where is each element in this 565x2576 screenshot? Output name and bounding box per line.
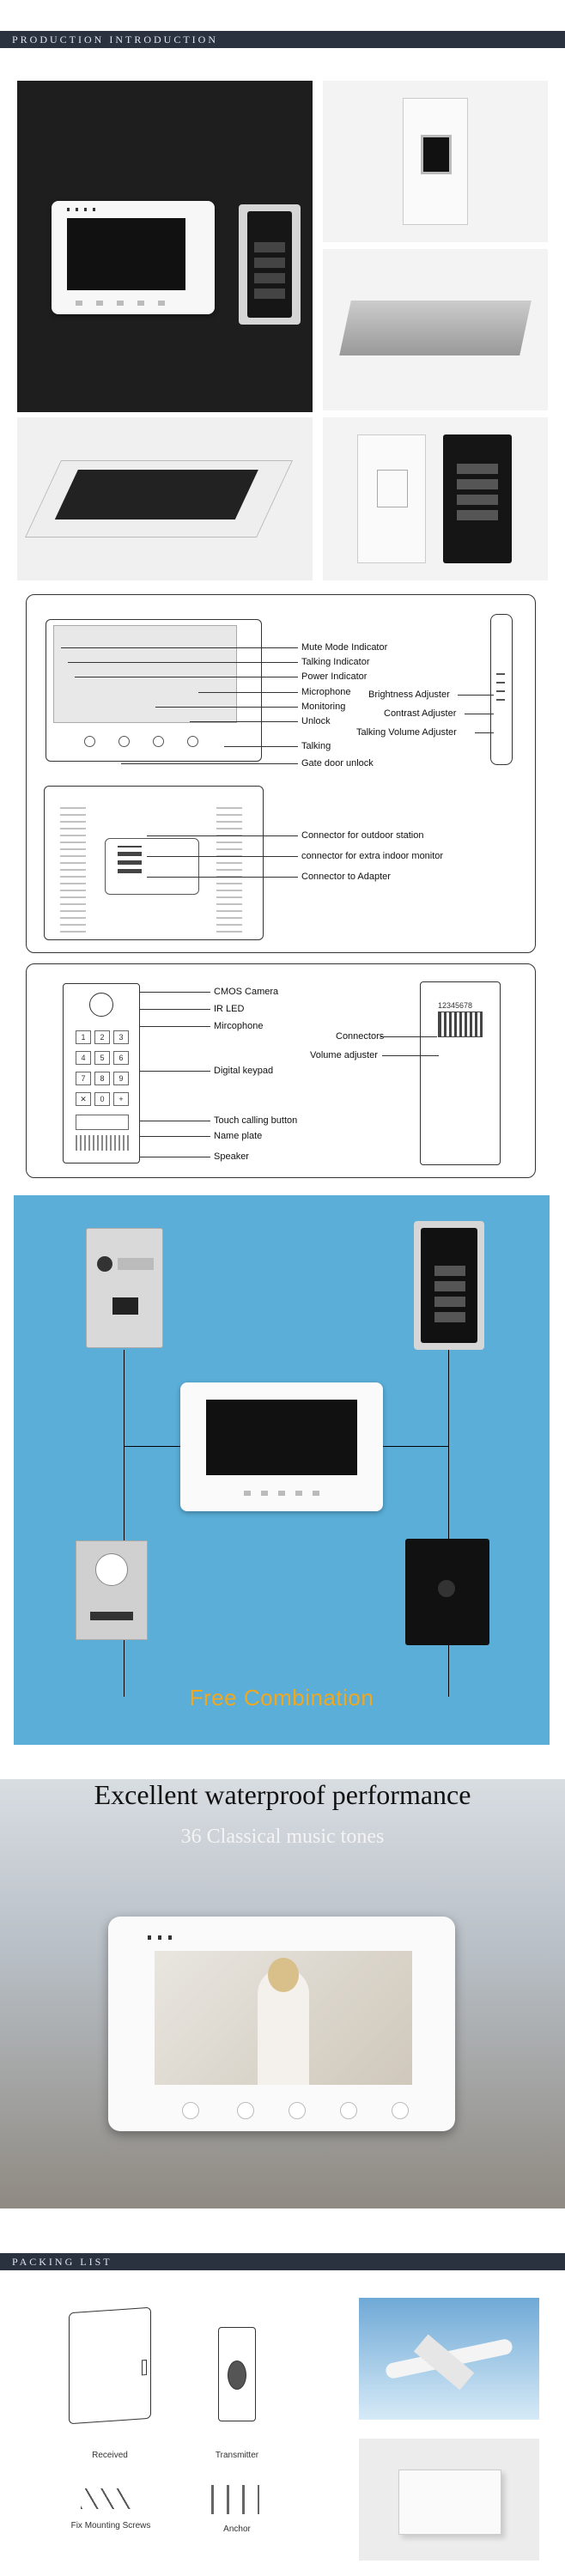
label-ir-led: IR LED bbox=[214, 1004, 245, 1014]
waterproof-headline: Excellent waterproof performance bbox=[94, 1779, 471, 1810]
receiver-illustration bbox=[69, 2306, 151, 2425]
label-touch-calling-button: Touch calling button bbox=[214, 1115, 298, 1126]
touch-buttons bbox=[76, 301, 179, 306]
connector-numbers: 12345678 bbox=[438, 1001, 473, 1010]
anchor-illustration bbox=[211, 2485, 259, 2514]
combination-caption: Free Combination bbox=[189, 1685, 374, 1710]
outdoor-unit-silver bbox=[86, 1228, 163, 1348]
outdoor-keypad-panel bbox=[239, 204, 301, 325]
label-talking-volume-adjuster: Talking Volume Adjuster bbox=[356, 727, 457, 738]
photo-monitor-angle bbox=[17, 417, 313, 580]
indoor-monitor-large bbox=[108, 1917, 455, 2131]
section-header-packing: PACKING LIST bbox=[0, 2253, 565, 2270]
photo-flush-mount-front bbox=[323, 81, 548, 242]
label-connector-adapter: Connector to Adapter bbox=[301, 872, 391, 882]
photo-packing-box bbox=[359, 2439, 539, 2561]
label-gate-door-unlock: Gate door unlock bbox=[301, 758, 374, 769]
label-talking: Talking bbox=[301, 741, 331, 751]
outdoor-back-view: 12345678 bbox=[420, 981, 501, 1165]
waterproof-section: Excellent waterproof performance 36 Clas… bbox=[0, 1779, 565, 2208]
label-microphone: Mircophone bbox=[214, 1021, 264, 1031]
screws-illustration bbox=[81, 2488, 132, 2509]
indicator-dots bbox=[67, 208, 101, 211]
packing-item-screws: Fix Mounting Screws bbox=[70, 2521, 151, 2530]
label-brightness-adjuster: Brightness Adjuster bbox=[368, 690, 450, 700]
monitor-diagram: Mute Mode Indicator Talking Indicator Po… bbox=[26, 594, 536, 953]
photo-airplane bbox=[359, 2298, 539, 2420]
label-volume-adjuster: Volume adjuster bbox=[310, 1050, 378, 1060]
section-header-intro: PRODUCTION INTRODUCTION bbox=[0, 31, 565, 48]
label-speaker: Speaker bbox=[214, 1151, 249, 1162]
label-name-plate: Name plate bbox=[214, 1131, 263, 1141]
label-cmos-camera: CMOS Camera bbox=[214, 987, 279, 997]
label-power-indicator: Power Indicator bbox=[301, 671, 368, 682]
label-connectors: Connectors bbox=[336, 1031, 385, 1042]
photo-outdoor-units bbox=[323, 417, 548, 580]
label-contrast-adjuster: Contrast Adjuster bbox=[384, 708, 457, 719]
indoor-monitor bbox=[52, 201, 215, 314]
outdoor-unit-black bbox=[405, 1539, 489, 1645]
combination-panel: Free Combination bbox=[14, 1195, 550, 1745]
section-title: PACKING LIST bbox=[12, 2256, 112, 2268]
outdoor-unit-diagram: 1 2 3 4 5 6 7 8 9 ✕ 0 + CMOS Camera IR L… bbox=[26, 963, 536, 1178]
waterproof-subline: 36 Classical music tones bbox=[180, 1826, 385, 1848]
monitor-front-view bbox=[46, 619, 262, 762]
packing-item-anchor: Anchor bbox=[223, 2524, 251, 2534]
photo-flush-mount-side bbox=[323, 249, 548, 410]
label-connector-outdoor-station: Connector for outdoor station bbox=[301, 830, 424, 841]
label-connector-extra-indoor: connector for extra indoor monitor bbox=[301, 851, 444, 861]
label-monitoring: Monitoring bbox=[301, 702, 346, 712]
monitor-side-view bbox=[490, 614, 513, 765]
packing-item-transmitter: Transmitter bbox=[215, 2451, 259, 2460]
label-unlock: Unlock bbox=[301, 716, 331, 726]
label-microphone: Microphone bbox=[301, 687, 351, 697]
section-title: PRODUCTION INTRODUCTION bbox=[12, 33, 218, 46]
packing-item-received: Received bbox=[92, 2451, 128, 2460]
label-digital-keypad: Digital keypad bbox=[214, 1066, 274, 1076]
outdoor-front-view: 1 2 3 4 5 6 7 8 9 ✕ 0 + bbox=[63, 983, 140, 1163]
photo-monitor-and-panel bbox=[17, 81, 313, 412]
outdoor-unit-keypad bbox=[414, 1221, 484, 1350]
monitor-screen bbox=[67, 218, 185, 290]
indoor-monitor-center bbox=[180, 1382, 383, 1511]
label-talking-indicator: Talking Indicator bbox=[301, 657, 370, 667]
label-mute-mode-indicator: Mute Mode Indicator bbox=[301, 642, 388, 653]
transmitter-illustration bbox=[218, 2327, 256, 2421]
outdoor-unit-camera bbox=[76, 1540, 148, 1640]
packing-items: Received Transmitter Fix Mounting Screws… bbox=[17, 2293, 347, 2550]
monitor-back-view bbox=[44, 786, 264, 940]
